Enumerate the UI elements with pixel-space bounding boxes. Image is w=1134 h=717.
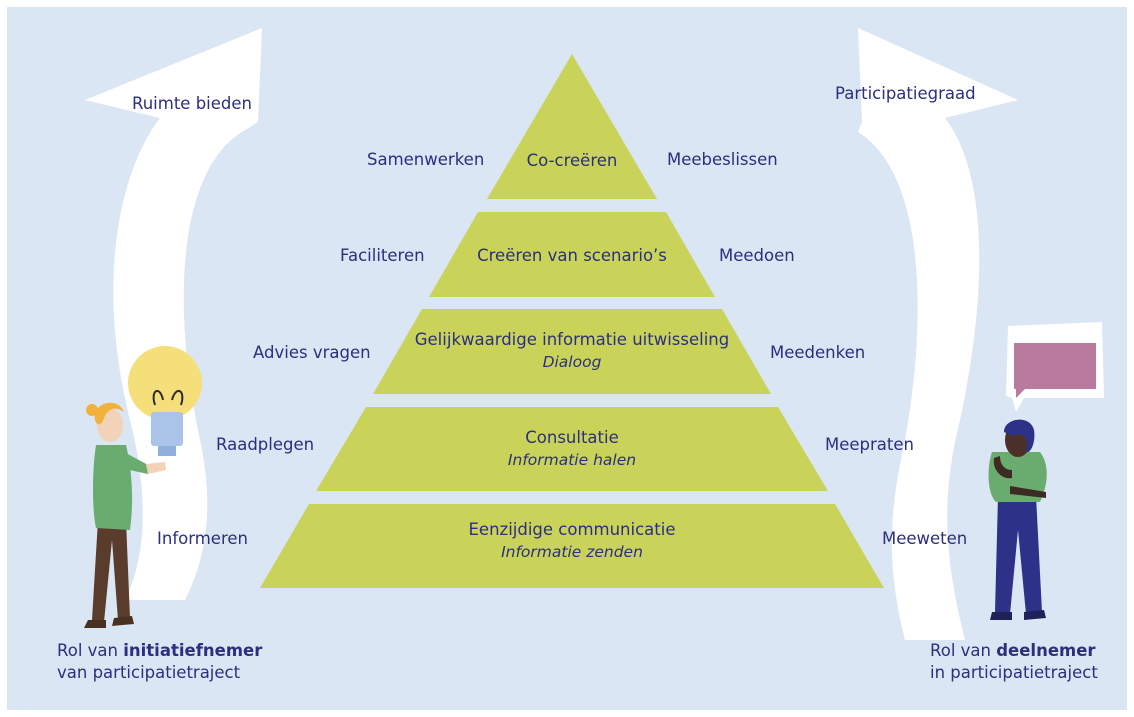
speech-bubble-icon [1006, 322, 1104, 412]
tier-5-right-label: Meeweten [882, 529, 968, 548]
person-with-lightbulb-icon [84, 346, 202, 628]
tier-5-sub-label: Informatie zenden [501, 543, 643, 562]
role-initiator-prefix: Rol van [57, 641, 124, 660]
pyramid-tier-3 [373, 309, 771, 394]
pyramid-tier-5 [260, 504, 884, 588]
pyramid-tier-1 [487, 54, 657, 199]
tier-4-main-label: Consultatie [525, 428, 619, 447]
tier-2-main-label: Creëren van scenario’s [477, 246, 667, 265]
tier-2-left-label: Faciliteren [340, 246, 425, 265]
tier-4-right-label: Meepraten [825, 435, 914, 454]
tier-4-text: Consultatie Informatie halen [508, 427, 636, 472]
thinking-person-icon [988, 419, 1047, 620]
tier-1-left-label: Samenwerken [367, 150, 485, 169]
tier-3-main-label: Gelijkwaardige informatie uitwisseling [414, 330, 730, 349]
tier-4-left-label: Raadplegen [216, 435, 315, 454]
arrow-label-right: Participatiegraad [835, 84, 976, 103]
tier-5-text: Eenzijdige communicatie Informatie zende… [469, 519, 676, 564]
tier-1-main-label: Co-creëren [526, 151, 618, 170]
role-participant-prefix: Rol van [930, 641, 997, 660]
tier-1-right-label: Meebeslissen [667, 150, 778, 169]
tier-5-left-label: Informeren [157, 529, 248, 548]
right-arrow-shape [858, 28, 1018, 640]
role-participant-line2: in participatietraject [930, 663, 1098, 683]
tier-3-right-label: Meedenken [770, 343, 866, 362]
role-initiator-caption: Rol van initiatiefnemer van participatie… [57, 640, 262, 685]
role-initiator-bold: initiatiefnemer [123, 641, 263, 660]
tier-4-sub-label: Informatie halen [507, 451, 637, 470]
tier-5-main-label: Eenzijdige communicatie [468, 520, 676, 539]
arrow-label-left: Ruimte bieden [132, 94, 252, 113]
role-initiator-line2: van participatietraject [57, 663, 241, 683]
tier-3-text: Gelijkwaardige informatie uitwisseling D… [415, 329, 730, 374]
tier-3-sub-label: Dialoog [542, 353, 602, 372]
pyramid-tier-4 [316, 407, 828, 491]
tier-3-left-label: Advies vragen [253, 343, 371, 362]
tier-2-right-label: Meedoen [719, 246, 795, 265]
pyramid-tier-2 [429, 212, 715, 297]
left-arrow-shape [85, 28, 262, 600]
role-participant-bold: deelnemer [996, 641, 1096, 660]
role-participant-caption: Rol van deelnemer in participatietraject [930, 640, 1098, 685]
